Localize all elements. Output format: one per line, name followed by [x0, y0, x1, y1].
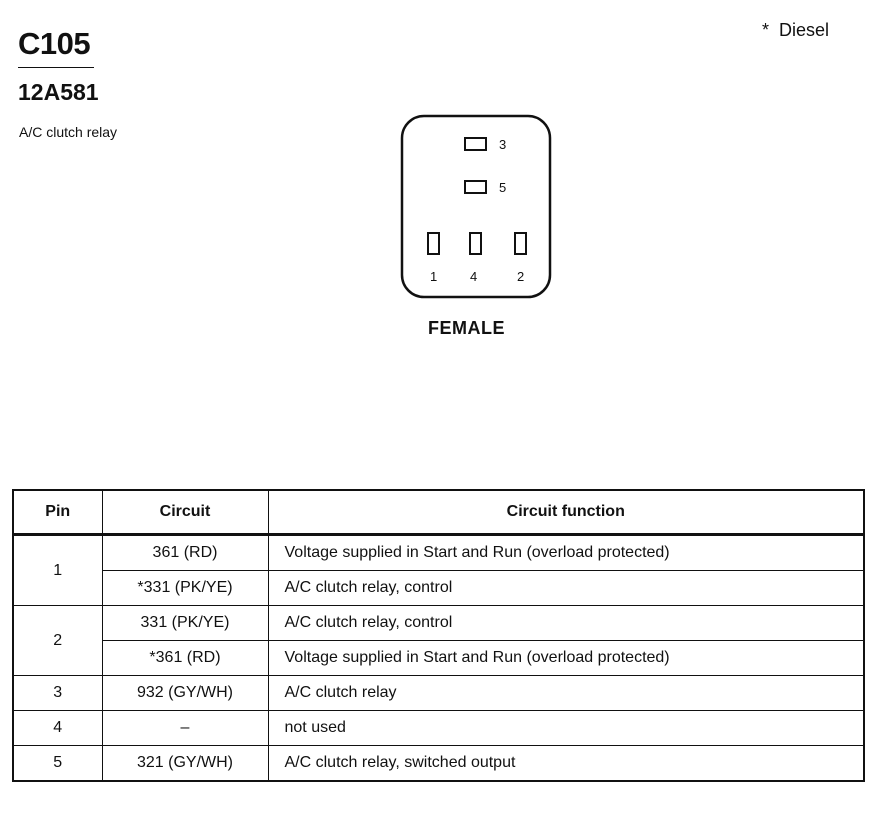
circuit-cell: 321 (GY/WH): [101, 745, 269, 782]
pin-4-label: 4: [470, 269, 477, 284]
pin-3-label: 3: [499, 137, 506, 152]
pin-cell: 1: [12, 534, 103, 606]
circuit-cell: *361 (RD): [101, 640, 269, 676]
pin-2-label: 2: [517, 269, 524, 284]
table-row: 2 331 (PK/YE) A/C clutch relay, control: [12, 605, 865, 676]
table-header-row: Pin Circuit Circuit function: [12, 489, 865, 536]
function-cell: Voltage supplied in Start and Run (overl…: [267, 534, 865, 571]
circuit-cell: 361 (RD): [101, 534, 269, 571]
function-cell: Voltage supplied in Start and Run (overl…: [267, 640, 865, 676]
pin-cell: 5: [12, 745, 103, 782]
connector-description: A/C clutch relay: [19, 124, 118, 140]
function-cell: A/C clutch relay, control: [267, 570, 865, 606]
pin-cell: 3: [12, 675, 103, 711]
pin-5-terminal: [464, 180, 487, 194]
circuit-cell: –: [101, 710, 269, 746]
pin-3-terminal: [464, 137, 487, 151]
connector-gender-label: FEMALE: [428, 318, 505, 338]
circuit-cell: 932 (GY/WH): [101, 675, 269, 711]
function-cell: A/C clutch relay, switched output: [267, 745, 865, 782]
function-cell: A/C clutch relay: [267, 675, 865, 711]
table-row: 5 321 (GY/WH) A/C clutch relay, switched…: [12, 745, 865, 782]
connector-housing-outline: [400, 114, 552, 299]
pin-2-terminal: [514, 232, 527, 255]
table-row: 3 932 (GY/WH) A/C clutch relay: [12, 675, 865, 711]
pin-1-terminal: [427, 232, 440, 255]
function-column-header: Circuit function: [267, 489, 865, 536]
pin-5-label: 5: [499, 180, 506, 195]
connector-id: C105: [18, 26, 91, 61]
diesel-footnote: * Diesel: [762, 20, 830, 40]
table-row: 4 – not used: [12, 710, 865, 746]
pin-column-header: Pin: [12, 489, 103, 536]
pin-1-label: 1: [430, 269, 437, 284]
function-cell: not used: [267, 710, 865, 746]
circuit-cell: 331 (PK/YE): [101, 605, 269, 641]
circuit-column-header: Circuit: [101, 489, 269, 536]
table-row: 1 361 (RD) Voltage supplied in Start and…: [12, 534, 865, 606]
pin-circuit-table: Pin Circuit Circuit function 1 361 (RD) …: [12, 489, 865, 782]
circuit-cell: *331 (PK/YE): [101, 570, 269, 606]
function-cell: A/C clutch relay, control: [267, 605, 865, 641]
pin-4-terminal: [469, 232, 482, 255]
pin-cell: 4: [12, 710, 103, 746]
part-number: 12A581: [18, 79, 99, 105]
table-row: *331 (PK/YE) A/C clutch relay, control: [13, 570, 865, 606]
connector-face-diagram: 3 5 1 4 2: [400, 114, 552, 299]
pin-cell: 2: [12, 605, 103, 676]
table-row: *361 (RD) Voltage supplied in Start and …: [13, 640, 865, 676]
connector-id-underline: [18, 67, 94, 68]
